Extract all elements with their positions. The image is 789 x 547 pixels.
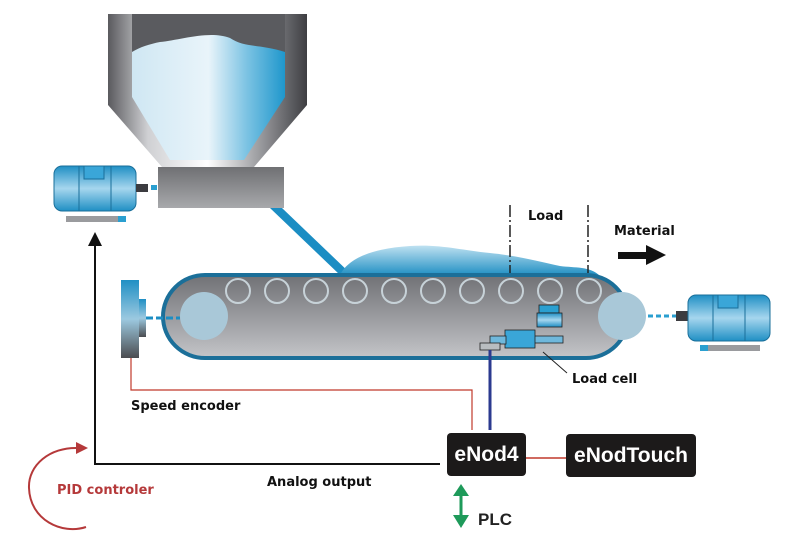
feeder: [158, 167, 284, 208]
analog-output-arrow: [88, 232, 102, 246]
enodtouch-node: eNodTouch: [566, 434, 696, 477]
analog-output-wire: [94, 245, 440, 465]
speed-encoder-label: Speed encoder: [131, 399, 241, 414]
silo: [108, 14, 307, 167]
material-pile: [340, 245, 600, 276]
chute: [270, 208, 352, 275]
belt-motor: [648, 294, 771, 351]
load-cell: [479, 304, 568, 374]
material-arrow: [618, 245, 666, 265]
speed-encoder: [121, 280, 180, 358]
enod4-node: eNod4: [447, 433, 526, 476]
encoder-signal-wire: [130, 358, 473, 430]
load-label: Load: [528, 209, 564, 224]
feeder-motor: [53, 165, 157, 222]
analog-output-label: Analog output: [267, 475, 372, 490]
pid-controller-label: PID controler: [57, 483, 154, 498]
conveyor-belt: [161, 273, 646, 360]
plc-bidirectional-arrow: [453, 484, 469, 528]
plc-label: PLC: [478, 510, 512, 529]
material-label: Material: [614, 224, 675, 239]
pid-loop-icon: [27, 442, 88, 531]
load-cell-label: Load cell: [572, 372, 638, 387]
